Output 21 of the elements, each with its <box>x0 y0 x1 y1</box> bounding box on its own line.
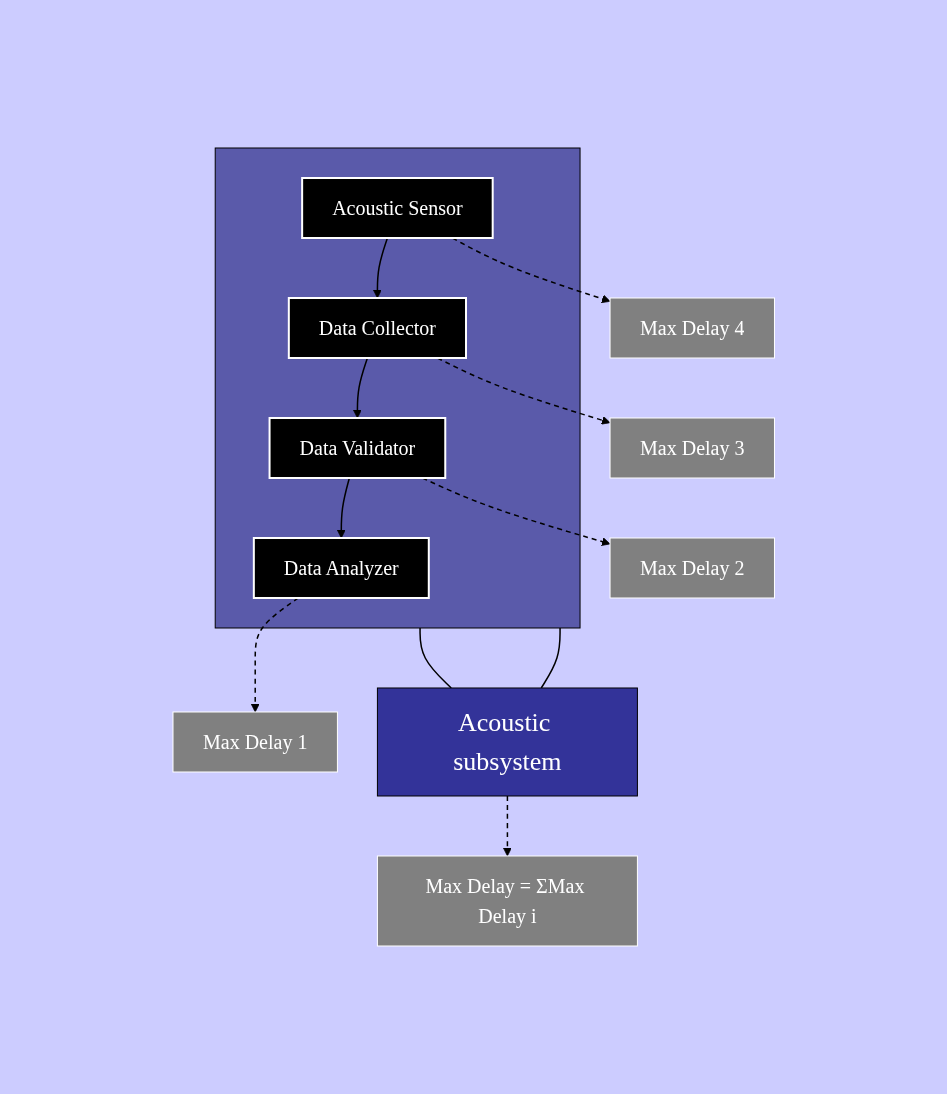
node-box: Acoustic Sensor <box>300 177 494 239</box>
node-box: Max Delay 1 <box>172 711 338 773</box>
cluster <box>214 147 581 629</box>
node-box: Max Delay 2 <box>609 537 775 599</box>
arrow <box>502 795 512 857</box>
node-box: Data Collector <box>287 297 467 359</box>
connector <box>540 627 561 689</box>
arrow <box>352 357 368 419</box>
node-box: Data Analyzer <box>252 537 430 599</box>
arrow <box>372 237 388 299</box>
node-box: Data Validator <box>268 417 447 479</box>
arrow <box>436 357 611 425</box>
arrow <box>451 237 611 304</box>
node-box: Max Delay = ΣMax Delay i <box>376 855 638 947</box>
node-box: Max Delay 3 <box>609 417 775 479</box>
arrow <box>250 597 299 713</box>
connector <box>419 627 452 689</box>
arrow <box>421 477 611 546</box>
arrow <box>336 477 350 539</box>
node-box: Acoustic subsystem <box>376 687 638 797</box>
node-box: Max Delay 4 <box>609 297 775 359</box>
